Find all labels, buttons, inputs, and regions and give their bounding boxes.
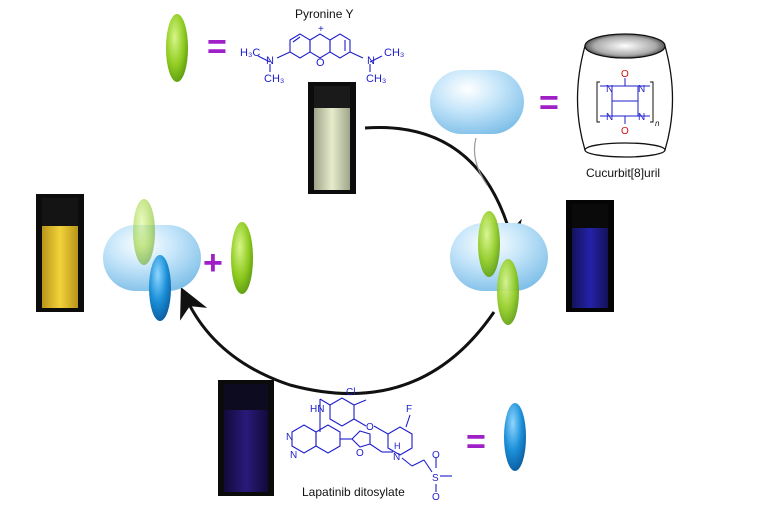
cb-n3: N [606, 112, 613, 123]
lap-o-s1: O [432, 450, 440, 461]
cb-o-top: O [621, 69, 629, 80]
cuvette-released [36, 194, 84, 312]
pyronine-o: O [316, 57, 325, 69]
pyronine-right-ch3-top: CH₃ [384, 47, 404, 59]
pyronine-left-ch3: CH₃ [264, 73, 284, 85]
arrow-bottom [180, 287, 496, 396]
host-dye-complex [450, 211, 548, 325]
pyronine-left-n: N [266, 55, 274, 67]
cb-subscript: n [655, 119, 660, 128]
lap-o-furan: O [356, 448, 364, 459]
legend-dye-equals: = [207, 28, 227, 66]
legend-drug-ellipse [504, 403, 526, 471]
pyronine-label: Pyronine Y [295, 7, 353, 21]
lap-f: F [406, 404, 412, 415]
lap-cl: Cl [346, 387, 355, 398]
released-dye-ellipse [231, 222, 253, 294]
lap-n1: N [286, 432, 293, 443]
cb-n1: N [606, 84, 613, 95]
lapatinib-label: Lapatinib ditosylate [302, 485, 405, 499]
cuvette-lapatinib [218, 380, 274, 496]
pyronine-structure [257, 33, 383, 72]
lap-s: S [432, 473, 439, 484]
legend-drug-equals: = [466, 423, 486, 461]
pyronine-right-n: N [367, 55, 375, 67]
released-plus: + [203, 244, 223, 282]
lap-o-s2: O [432, 492, 440, 503]
pyronine-right-ch3-bottom: CH₃ [366, 73, 386, 85]
arrow-top [364, 126, 522, 252]
host-drug-complex [103, 199, 201, 321]
legend-dye-ellipse [166, 14, 188, 82]
lapatinib-structure [291, 397, 452, 492]
lap-n2: N [290, 450, 297, 461]
cucurbituril-label: Cucurbit[8]uril [586, 166, 660, 180]
pyronine-left-h3c: H₃C [240, 47, 260, 59]
cb-n2: N [638, 84, 645, 95]
lap-nh: H [394, 441, 401, 451]
cucurbituril-structure [576, 33, 674, 158]
cuvette-complex [566, 200, 614, 312]
lap-n-amine: N [393, 452, 400, 463]
lap-o: O [366, 422, 374, 433]
legend-host-capsule [430, 70, 524, 134]
connector-host [473, 137, 488, 186]
legend-host-equals: = [539, 84, 559, 122]
lap-hn: HN [310, 404, 324, 415]
pyronine-charge: + [318, 24, 324, 35]
cb-n4: N [638, 112, 645, 123]
cuvette-pyronine [308, 82, 356, 194]
cb-o-bottom: O [621, 126, 629, 137]
